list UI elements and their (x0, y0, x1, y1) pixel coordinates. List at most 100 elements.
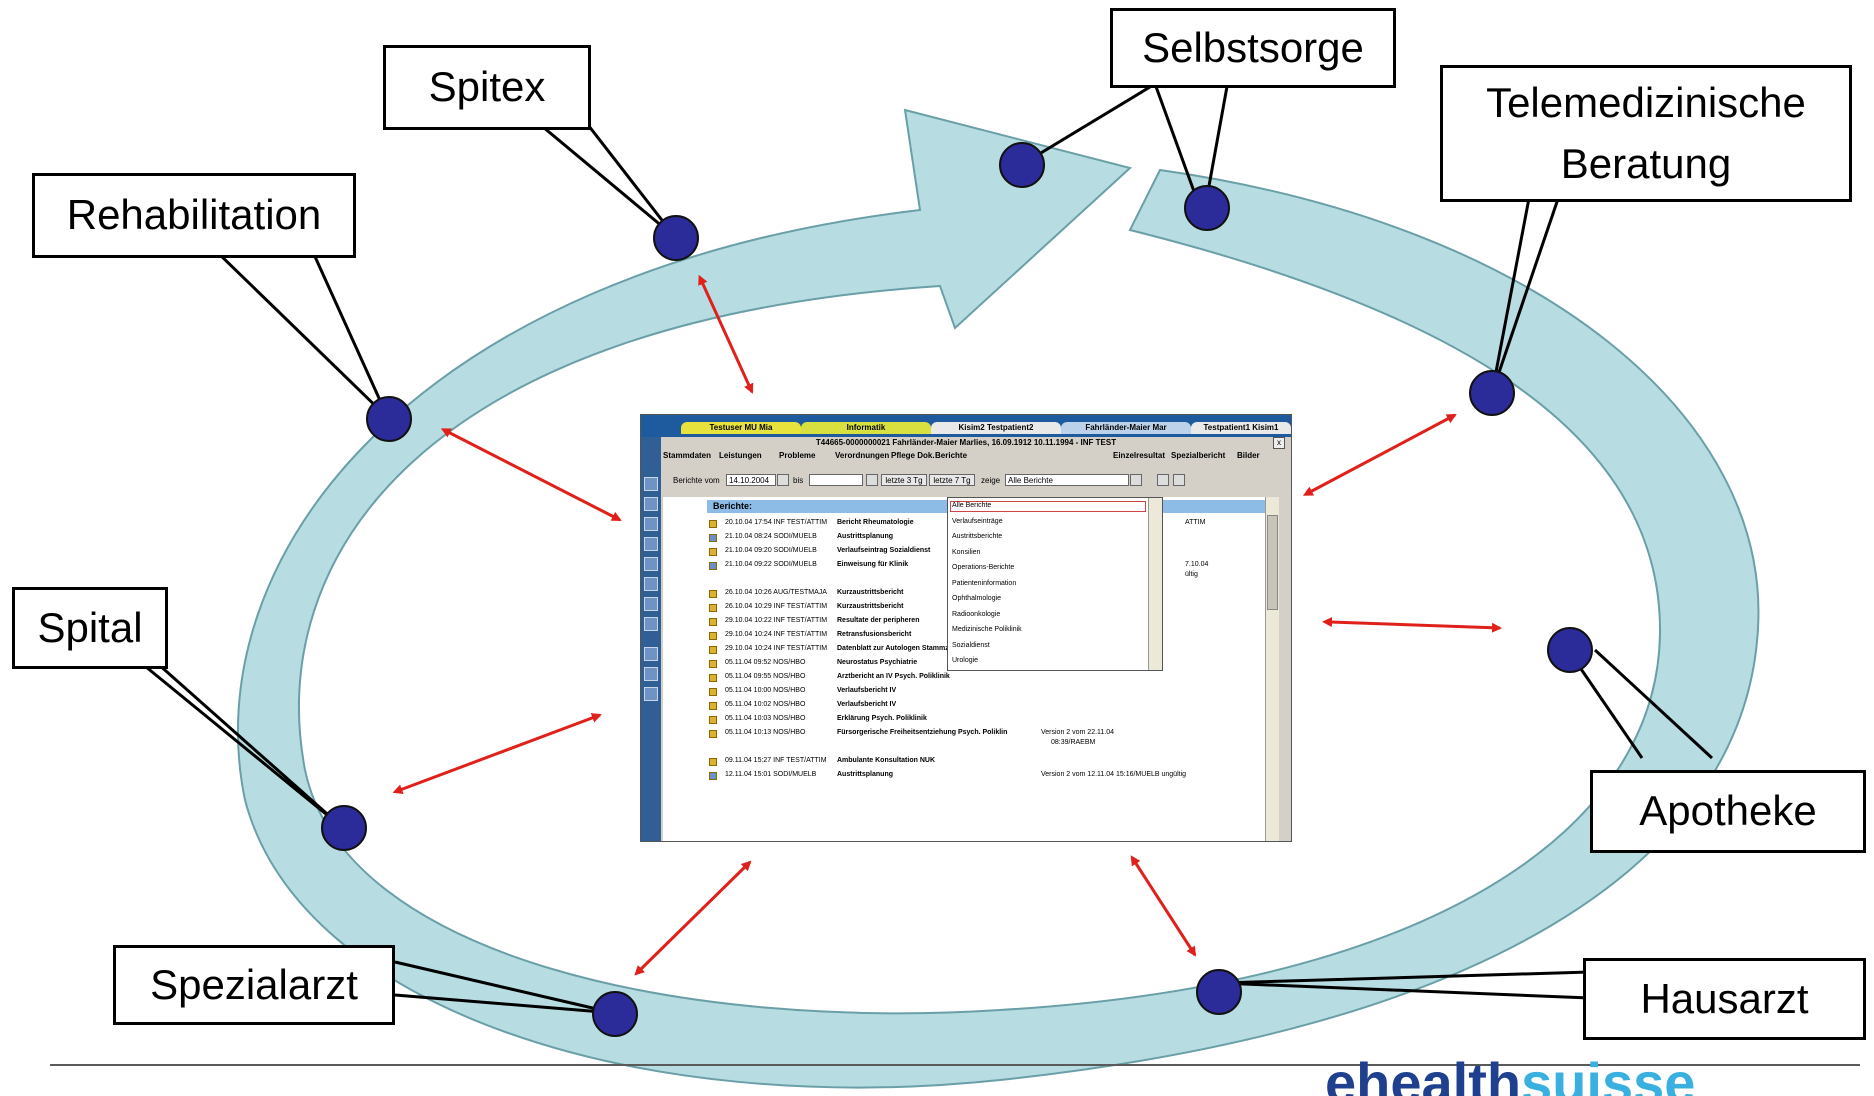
report-title: Ambulante Konsultation NUK (837, 757, 935, 764)
section-stammdaten[interactable]: Stammdaten (663, 451, 712, 460)
refresh-icon[interactable] (644, 667, 658, 681)
dropdown-option[interactable]: Alle Berichte (952, 502, 992, 509)
document-icon (709, 534, 717, 542)
folder-icon (709, 604, 717, 612)
tab-testuser[interactable]: Testuser MU Mia (681, 422, 801, 434)
folder-icon (709, 674, 717, 682)
last-3-days-button[interactable]: letzte 3 Tg (881, 474, 927, 486)
filter-clear-icon[interactable] (1173, 474, 1185, 486)
node-selbstsorge-2 (1184, 185, 1230, 231)
report-datetime: 29.10.04 10:24 INF TEST/ATTIM (725, 631, 828, 638)
dropdown-selection-highlight (950, 501, 1146, 512)
close-icon[interactable]: x (1273, 437, 1285, 449)
actor-nodes (321, 142, 1593, 1037)
care-cycle-ring (236, 108, 1760, 1089)
filter-apply-icon[interactable] (1157, 474, 1169, 486)
filter-from-label: Berichte vom (673, 476, 720, 485)
dropdown-option[interactable]: Austrittsberichte (952, 533, 1003, 540)
node-rehabilitation (366, 396, 412, 442)
report-note: Version 2 vom 12.11.04 15:16/MUELB ungül… (1041, 771, 1187, 778)
tab-fahrlaender[interactable]: Fahrländer-Maier Mar (1061, 422, 1191, 434)
report-title: Kurzaustrittsbericht (837, 589, 904, 596)
report-title: Verlaufseintrag Sozialdienst (837, 547, 931, 554)
pen-icon[interactable] (644, 517, 658, 531)
tool-icon[interactable] (644, 537, 658, 551)
dropdown-option[interactable]: Patienteninformation (952, 579, 1017, 587)
label-rehabilitation: Rehabilitation (32, 173, 356, 258)
report-type-select[interactable]: Alle Berichte (1005, 474, 1129, 486)
toolbar-sidebar (641, 437, 661, 841)
dropdown-option[interactable]: Ophthalmologie (952, 595, 1002, 602)
from-calendar-icon[interactable] (777, 474, 789, 486)
link-arrow-apotheke (1322, 617, 1502, 633)
patient-info-bar: T44665-0000000021 Fahrländer-Maier Marli… (815, 438, 1117, 447)
report-note: Version 2 vom 22.11.04 (1041, 729, 1115, 736)
section-berichte[interactable]: Berichte (935, 451, 968, 460)
section-probleme[interactable]: Probleme (779, 451, 816, 460)
document-icon (709, 562, 717, 570)
section-spezialbericht[interactable]: Spezialbericht (1171, 451, 1226, 460)
dropdown-option[interactable]: Urologie (952, 657, 979, 664)
report-datetime: 20.10.04 17:54 INF TEST/ATTIM (725, 519, 828, 526)
dropdown-option[interactable]: Konsilien (952, 548, 981, 556)
report-datetime: 29.10.04 10:24 INF TEST/ATTIM (725, 645, 828, 652)
label-selbstsorge: Selbstsorge (1110, 8, 1396, 88)
help-icon[interactable] (644, 617, 658, 631)
download-icon[interactable] (644, 577, 658, 591)
dropdown-option[interactable]: Operations-Berichte (952, 564, 1015, 571)
folder-icon (709, 618, 717, 626)
dropdown-option[interactable]: Sozialdienst (952, 641, 990, 649)
select-dropdown-icon[interactable] (1130, 474, 1142, 486)
filter-from-input[interactable]: 14.10.2004 (726, 474, 776, 486)
section-einzelresultat[interactable]: Einzelresultat (1113, 451, 1166, 460)
dropdown-option[interactable]: Medizinische Poliklinik (952, 626, 1022, 633)
section-bilder[interactable]: Bilder (1237, 451, 1260, 460)
folder-icon (709, 702, 717, 710)
section-verordnungen[interactable]: Verordnungen (835, 451, 890, 460)
report-title: Retransfusionsbericht (837, 631, 912, 638)
report-title: Resultate der peripheren (837, 617, 920, 624)
report-datetime: 21.10.04 08:24 SODI/MUELB (725, 533, 817, 540)
section-nav: Stammdaten Leistungen Probleme Verordnun… (663, 451, 1291, 462)
dropdown-scrollbar[interactable] (1148, 498, 1162, 670)
section-pflege-dok[interactable]: Pflege Dok. (891, 451, 935, 460)
scrollbar-thumb[interactable] (1267, 515, 1278, 610)
folder-icon (709, 688, 717, 696)
node-spital (321, 805, 367, 851)
edit-icon[interactable] (644, 497, 658, 511)
zoom-icon[interactable] (644, 477, 658, 491)
dropdown-option[interactable]: Verlaufseinträge (952, 517, 1003, 525)
folder-icon (709, 716, 717, 724)
label-telemedizinische-beratung: Telemedizinische Beratung (1440, 65, 1852, 202)
report-list-scrollbar[interactable] (1265, 497, 1279, 841)
filter-to-input[interactable] (809, 474, 863, 486)
report-datetime: 26.10.04 10:29 INF TEST/ATTIM (725, 603, 828, 610)
tab-testpatient1[interactable]: Testpatient1 Kisim1 (1191, 422, 1291, 434)
report-title: Datenblatt zur Autologen Stammzellentran… (837, 645, 1013, 652)
node-hausarzt (1196, 969, 1242, 1015)
report-title: Neurostatus Psychiatrie (837, 659, 918, 666)
folder-icon[interactable] (644, 647, 658, 661)
report-datetime: 12.11.04 15:01 SODI/MUELB (725, 771, 817, 778)
copy-icon[interactable] (644, 557, 658, 571)
report-title: Erklärung Psych. Poliklinik (837, 715, 927, 722)
print-icon[interactable] (644, 597, 658, 611)
report-datetime: 21.10.04 09:22 SODI/MUELB (725, 561, 817, 568)
last-7-days-button[interactable]: letzte 7 Tg (929, 474, 975, 486)
report-datetime: 29.10.04 10:22 INF TEST/ATTIM (725, 617, 828, 624)
report-datetime: 05.11.04 10:02 NOS/HBO (725, 701, 806, 708)
dropdown-option[interactable]: Radioonkologie (952, 610, 1001, 618)
to-calendar-icon[interactable] (866, 474, 878, 486)
label-apotheke: Apotheke (1590, 770, 1866, 853)
node-spitex (653, 215, 699, 261)
report-title: Verlaufsbericht IV (837, 687, 897, 694)
folder-icon (709, 632, 717, 640)
calendar-icon[interactable] (644, 687, 658, 701)
tab-informatik[interactable]: Informatik (801, 422, 931, 434)
folder-icon (709, 520, 717, 528)
tab-kisim2[interactable]: Kisim2 Testpatient2 (931, 422, 1061, 434)
report-title: Austrittsplanung (837, 771, 893, 778)
section-leistungen[interactable]: Leistungen (719, 451, 762, 460)
